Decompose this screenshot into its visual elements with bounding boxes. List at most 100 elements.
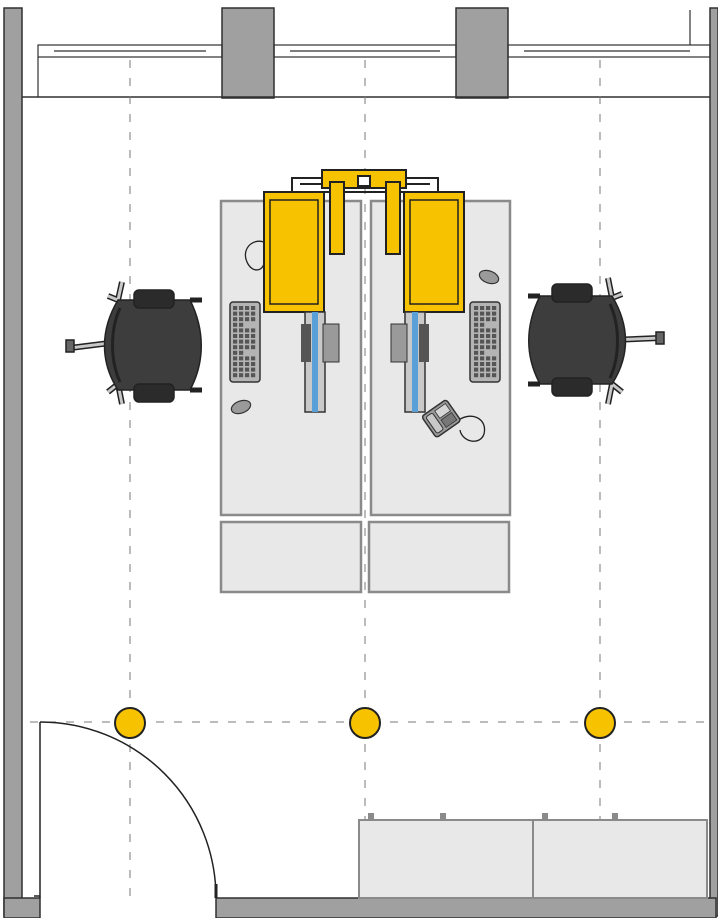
keyboard-key: [233, 334, 238, 338]
keyboard-key: [251, 356, 256, 361]
monitor-left-icon: [263, 191, 325, 313]
mouse-right-icon: [478, 269, 500, 285]
keyboard-key: [233, 362, 238, 366]
office-chair-icon: [65, 281, 202, 405]
keyboard-key: [474, 350, 479, 355]
ceiling-light-icon: [584, 707, 616, 739]
keyboard-key: [486, 362, 491, 366]
keyboard-key: [239, 373, 244, 378]
keyboard-key: [480, 306, 485, 310]
keyboard-key: [486, 311, 491, 316]
mouse-left-icon: [230, 399, 252, 415]
keyboard-key: [486, 317, 491, 322]
keyboard-key: [251, 328, 256, 333]
keyboard-key: [492, 367, 497, 372]
keyboard-key: [492, 356, 497, 361]
keyboard-key: [492, 306, 497, 310]
chair-left: [65, 281, 202, 405]
keyboard-key: [233, 317, 238, 322]
keyboard-key: [251, 306, 256, 310]
keyboard-key: [245, 311, 250, 316]
keyboard-key: [245, 334, 250, 338]
keyboard-key: [239, 328, 244, 333]
keyboard-key: [486, 328, 491, 333]
walls: [3, 7, 718, 918]
keyboard-key: [239, 322, 244, 327]
office-chair-icon: [528, 277, 665, 405]
keyboard-key: [480, 311, 485, 316]
keyboard-key: [233, 350, 238, 355]
window-3: [507, 10, 711, 58]
keyboard-key: [239, 356, 244, 361]
keyboard-key: [474, 362, 479, 366]
keyboard-key: [233, 328, 238, 333]
wall-pillar-2: [455, 7, 509, 99]
keyboard-key: [251, 345, 256, 350]
keyboard-key: [233, 322, 238, 327]
side-table-left: [219, 520, 363, 594]
keyboard-key: [474, 328, 479, 333]
keyboard-key: [492, 339, 497, 344]
left-wall: [3, 7, 23, 917]
cabinets: [358, 813, 708, 899]
door-swing-icon: [34, 721, 218, 899]
desk-phone-icon: [421, 399, 461, 438]
keyboard-key: [245, 339, 250, 344]
keyboard-key: [480, 334, 485, 338]
keyboard-key: [474, 373, 479, 378]
keyboard-key: [474, 322, 479, 327]
keyboard-key: [245, 356, 250, 361]
keyboard-key: [486, 356, 491, 361]
keyboard-key: [251, 373, 256, 378]
keyboard-key: [233, 306, 238, 310]
keyboard-key: [245, 373, 250, 378]
keyboard-key: [251, 317, 256, 322]
keyboard-key: [245, 328, 250, 333]
window-1: [37, 44, 223, 97]
monitors: [263, 191, 465, 313]
mice: [230, 269, 500, 415]
keyboard-key: [239, 339, 244, 344]
keyboard-key: [239, 306, 244, 310]
keyboard-key: [474, 339, 479, 344]
keyboard-key: [480, 345, 485, 350]
keyboard-key: [486, 345, 491, 350]
monitor-right-icon: [403, 191, 465, 313]
bottom-wall: [215, 897, 717, 918]
keyboard-key: [492, 317, 497, 322]
keyboard-key: [474, 311, 479, 316]
keyboard-key: [239, 317, 244, 322]
keyboard-key: [474, 317, 479, 322]
chair-right: [528, 277, 665, 405]
keyboard-key: [474, 306, 479, 310]
keyboard-key: [486, 367, 491, 372]
keyboard-key: [245, 317, 250, 322]
keyboard-key: [251, 367, 256, 372]
keyboard-key: [239, 334, 244, 338]
keyboard-left-icon: [229, 301, 261, 383]
keyboard-key: [474, 345, 479, 350]
keyboard-key: [480, 367, 485, 372]
bottom-wall-left: [3, 897, 41, 918]
keyboard-key: [486, 334, 491, 338]
wall-pillar-1: [221, 7, 275, 99]
ceiling-lights: [114, 707, 616, 739]
keyboard-key: [486, 306, 491, 310]
keyboard-key: [492, 328, 497, 333]
cable-trays: [301, 311, 429, 413]
keyboard-key: [251, 339, 256, 344]
keyboard-key: [480, 362, 485, 366]
right-wall: [709, 7, 718, 917]
cabinet-left: [358, 819, 534, 899]
keyboard-key: [239, 362, 244, 366]
windows: [37, 10, 711, 97]
keyboard-key: [251, 362, 256, 366]
keyboard-key: [492, 345, 497, 350]
keyboard-key: [480, 328, 485, 333]
ceiling-light-icon: [349, 707, 381, 739]
cables: [244, 240, 486, 442]
mouse-cable-left: [244, 240, 265, 271]
keyboard-key: [251, 334, 256, 338]
keyboard-key: [480, 317, 485, 322]
